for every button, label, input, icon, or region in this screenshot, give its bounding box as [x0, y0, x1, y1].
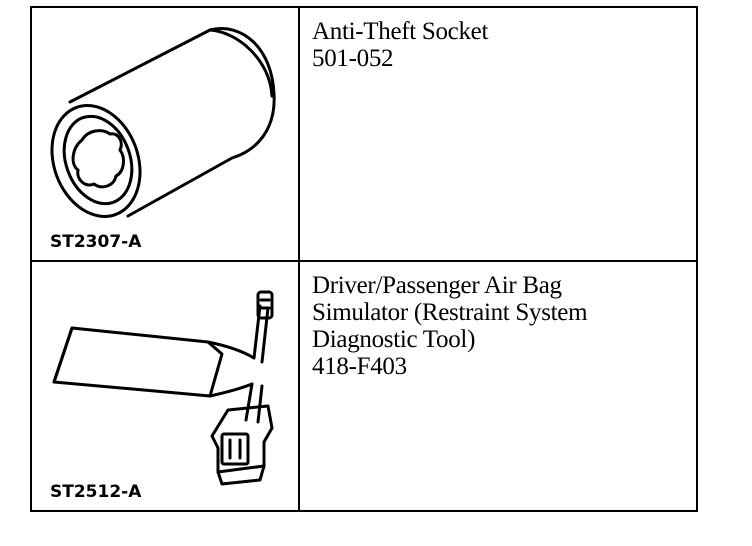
tool-name-line-1: Driver/Passenger Air Bag [312, 272, 562, 299]
tool-illustration-cell: ST2512-A [32, 262, 300, 510]
tool-row-air-bag-simulator: ST2512-A Driver/Passenger Air Bag Simula… [32, 262, 696, 510]
tool-name-line-2: Simulator (Restraint System [312, 299, 588, 326]
air-bag-simulator-icon [52, 290, 274, 486]
tool-illustration-cell: ST2307-A [32, 8, 300, 260]
illustration-code: ST2307-A [50, 232, 142, 252]
tool-description: Anti-Theft Socket 501-052 [312, 18, 684, 72]
socket-icon [50, 27, 276, 218]
special-tools-table: ST2307-A Anti-Theft Socket 501-052 [30, 6, 698, 512]
tool-description-cell: Anti-Theft Socket 501-052 [300, 8, 696, 260]
tool-row-anti-theft-socket: ST2307-A Anti-Theft Socket 501-052 [32, 8, 696, 262]
tool-description: Driver/Passenger Air Bag Simulator (Rest… [312, 272, 684, 380]
illustration-code: ST2512-A [50, 482, 142, 502]
tool-description-cell: Driver/Passenger Air Bag Simulator (Rest… [300, 262, 696, 510]
tool-number: 418-F403 [312, 353, 407, 380]
tool-number: 501-052 [312, 45, 394, 72]
tool-name-line-3: Diagnostic Tool) [312, 326, 476, 353]
tool-name: Anti-Theft Socket [312, 18, 489, 45]
